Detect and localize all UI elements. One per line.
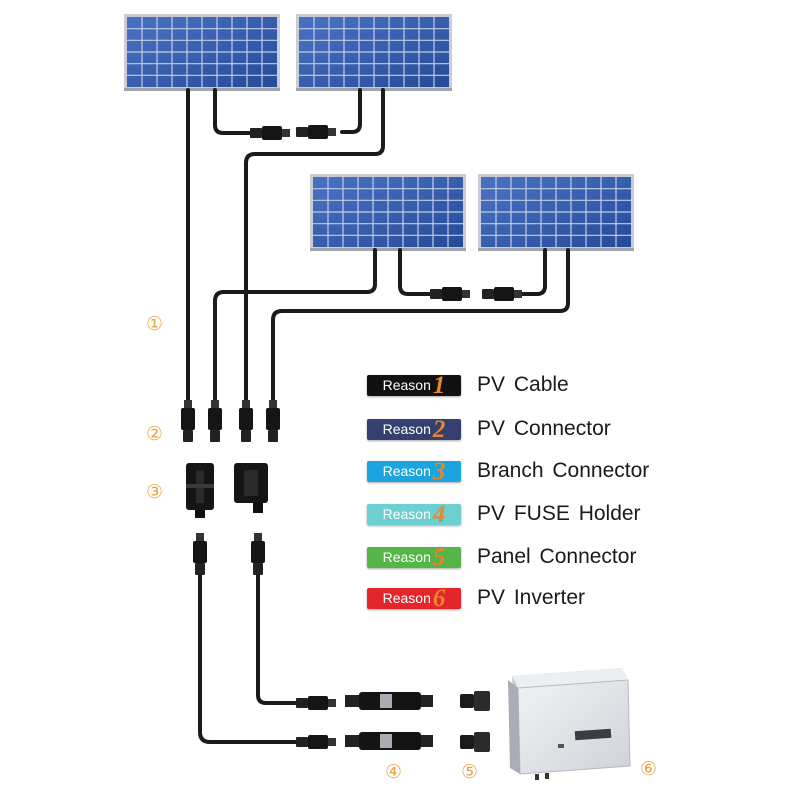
- cable-panel4-series: [520, 248, 547, 296]
- cable-panel4-down: [271, 248, 570, 402]
- mc4-connector-icon: [251, 533, 265, 575]
- mc4-connector-icon: [250, 126, 290, 140]
- mc4-connector-icon: [296, 696, 336, 710]
- cable-panel2-series: [340, 88, 362, 134]
- badge-word: Reason: [382, 377, 431, 393]
- legend-row-4: Reason 4 PV FUSE Holder: [367, 499, 641, 529]
- reason-badge: Reason 5: [367, 543, 461, 571]
- connectors: [181, 125, 522, 749]
- fuse-holder-icon: [345, 732, 433, 750]
- marker-5: ⑤: [461, 761, 479, 783]
- badge-number: 5: [432, 543, 446, 571]
- marker-3: ③: [146, 481, 164, 503]
- badge-number: 3: [432, 457, 446, 485]
- legend-label: Panel Connector: [477, 545, 637, 568]
- cable-branch1-out: [198, 573, 298, 744]
- mc4-connector-icon: [482, 287, 522, 301]
- legend-row-1: Reason 1 PV Cable: [367, 370, 569, 400]
- reason-badge: Reason 2: [367, 415, 461, 443]
- marker-1: ①: [146, 313, 164, 335]
- mc4-connector-icon: [460, 691, 490, 711]
- badge-word: Reason: [382, 463, 431, 479]
- mc4-connector-icon: [266, 400, 280, 442]
- mc4-connector-icon: [193, 533, 207, 575]
- badge-word: Reason: [382, 506, 431, 522]
- legend-label: Branch Connector: [477, 459, 650, 482]
- legend-row-5: Reason 5 Panel Connector: [367, 542, 636, 572]
- solar-panel-icon: [478, 174, 634, 251]
- branch-connector-icon: [234, 463, 268, 513]
- legend-label: PV Inverter: [477, 586, 586, 609]
- cable-panel1-series: [213, 88, 252, 135]
- legend-row-6: Reason 6 PV Inverter: [367, 583, 585, 613]
- reason-badge: Reason 4: [367, 500, 461, 528]
- legend-row-3: Reason 3 Branch Connector: [367, 456, 649, 486]
- badge-number: 2: [432, 415, 446, 443]
- cable-panel3-series: [398, 248, 432, 296]
- mc4-connector-icon: [430, 287, 470, 301]
- legend-label: PV FUSE Holder: [477, 502, 641, 525]
- pv-cables: [186, 88, 570, 744]
- solar-panel-icon: [124, 14, 280, 91]
- reason-badge: Reason 3: [367, 457, 461, 485]
- marker-6: ⑥: [640, 758, 658, 780]
- cable-panel2-down: [244, 88, 385, 402]
- badge-word: Reason: [382, 590, 431, 606]
- mc4-connector-icon: [208, 400, 222, 442]
- mc4-connector-icon: [296, 125, 336, 139]
- badge-number: 6: [432, 584, 446, 612]
- mc4-connector-icon: [239, 400, 253, 442]
- marker-2: ②: [146, 423, 164, 445]
- solar-panels: [124, 14, 634, 251]
- fuse-holder-icon: [345, 692, 433, 710]
- solar-panel-icon: [296, 14, 452, 91]
- branch-connector-icon: [186, 463, 214, 518]
- mc4-connector-icon: [460, 732, 490, 752]
- inverter-icon: [508, 668, 631, 780]
- badge-word: Reason: [382, 549, 431, 565]
- cable-panel3-down: [213, 248, 377, 402]
- badge-word: Reason: [382, 421, 431, 437]
- legend-label: PV Cable: [477, 373, 569, 396]
- legend-row-2: Reason 2 PV Connector: [367, 414, 611, 444]
- solar-panel-icon: [310, 174, 466, 251]
- mc4-connector-icon: [181, 400, 195, 442]
- cable-branch2-out: [256, 573, 298, 705]
- badge-number: 4: [432, 500, 446, 528]
- mc4-connector-icon: [296, 735, 336, 749]
- legend-label: PV Connector: [477, 417, 611, 440]
- reason-badge: Reason 6: [367, 584, 461, 612]
- badge-number: 1: [432, 371, 446, 399]
- reason-badge: Reason 1: [367, 371, 461, 399]
- marker-4: ④: [385, 761, 403, 783]
